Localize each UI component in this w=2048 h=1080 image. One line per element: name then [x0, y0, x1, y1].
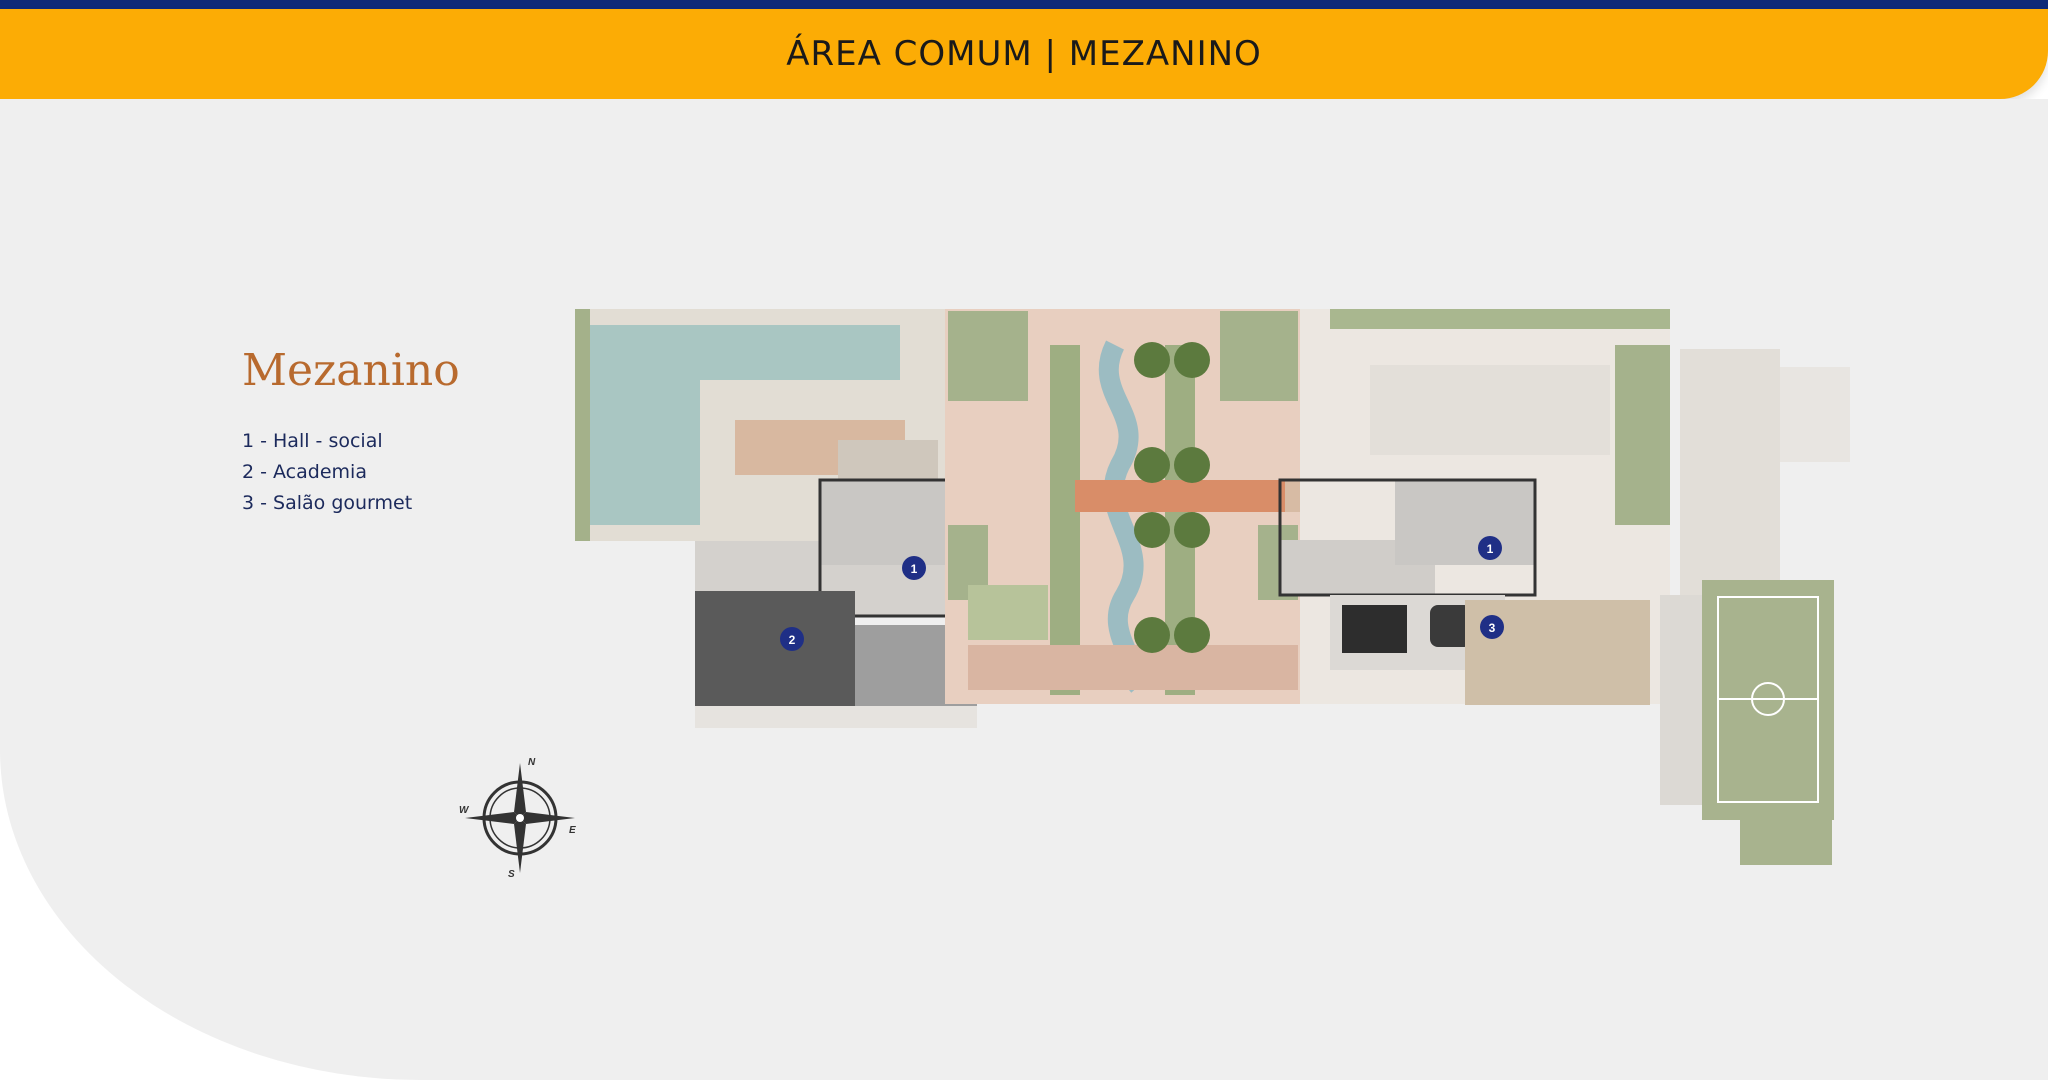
planter-left	[1050, 345, 1080, 695]
marker-hall-social-right: 1	[1478, 536, 1502, 560]
water-channel	[1098, 340, 1144, 693]
legend-item-hall-social: 1 - Hall - social	[242, 430, 383, 452]
gourmet-table-round	[1430, 605, 1472, 647]
garden-left-edge	[575, 309, 590, 541]
page-title: ÁREA COMUM | MEZANINO	[786, 34, 1262, 74]
legend: Mezanino 1 - Hall - social 2 - Academia …	[242, 345, 460, 523]
pool-upper	[590, 325, 900, 380]
side-ramp	[1660, 595, 1705, 805]
central-deck-bottom	[968, 645, 1298, 690]
header-banner: ÁREA COMUM | MEZANINO	[0, 9, 2048, 99]
garden-bed-top-right	[1220, 311, 1298, 401]
top-stripe	[0, 0, 2048, 9]
legend-list: 1 - Hall - social 2 - Academia 3 - Salão…	[242, 430, 460, 514]
playground-left	[968, 585, 1048, 640]
right-terrace-lounge	[1370, 365, 1610, 455]
legend-title: Mezanino	[242, 345, 460, 396]
wood-bridge	[1075, 480, 1285, 512]
garden-bed-top-left	[948, 311, 1028, 401]
svg-text:3: 3	[1489, 621, 1496, 635]
right-building-core	[1395, 480, 1535, 565]
svg-text:2: 2	[789, 633, 796, 647]
svg-text:1: 1	[1487, 542, 1494, 556]
academia-room	[695, 591, 855, 706]
compass-west-label: W	[459, 805, 470, 816]
right-garden-strip	[1615, 345, 1670, 525]
gourmet-table-long	[1342, 605, 1407, 653]
left-walkway	[695, 706, 977, 728]
compass-rose-icon: N S E W	[459, 757, 576, 880]
soccer-center-circle	[1751, 682, 1785, 716]
compass-east-label: E	[569, 825, 576, 836]
compass-north-label: N	[528, 757, 536, 768]
legend-item-academia: 2 - Academia	[242, 461, 367, 483]
floor-plan: 1 2 1 3	[575, 309, 1850, 865]
palm-trees	[1134, 342, 1210, 653]
far-right-annex	[1780, 367, 1850, 462]
compass-south-label: S	[508, 869, 515, 880]
marker-academia: 2	[780, 627, 804, 651]
svg-text:1: 1	[911, 562, 918, 576]
garden-bottom-right	[1740, 820, 1832, 865]
legend-item-salao-gourmet: 3 - Salão gourmet	[242, 492, 413, 514]
garden-top-right	[1330, 309, 1670, 329]
marker-hall-social-left: 1	[902, 556, 926, 580]
marker-salao-gourmet: 3	[1480, 615, 1504, 639]
